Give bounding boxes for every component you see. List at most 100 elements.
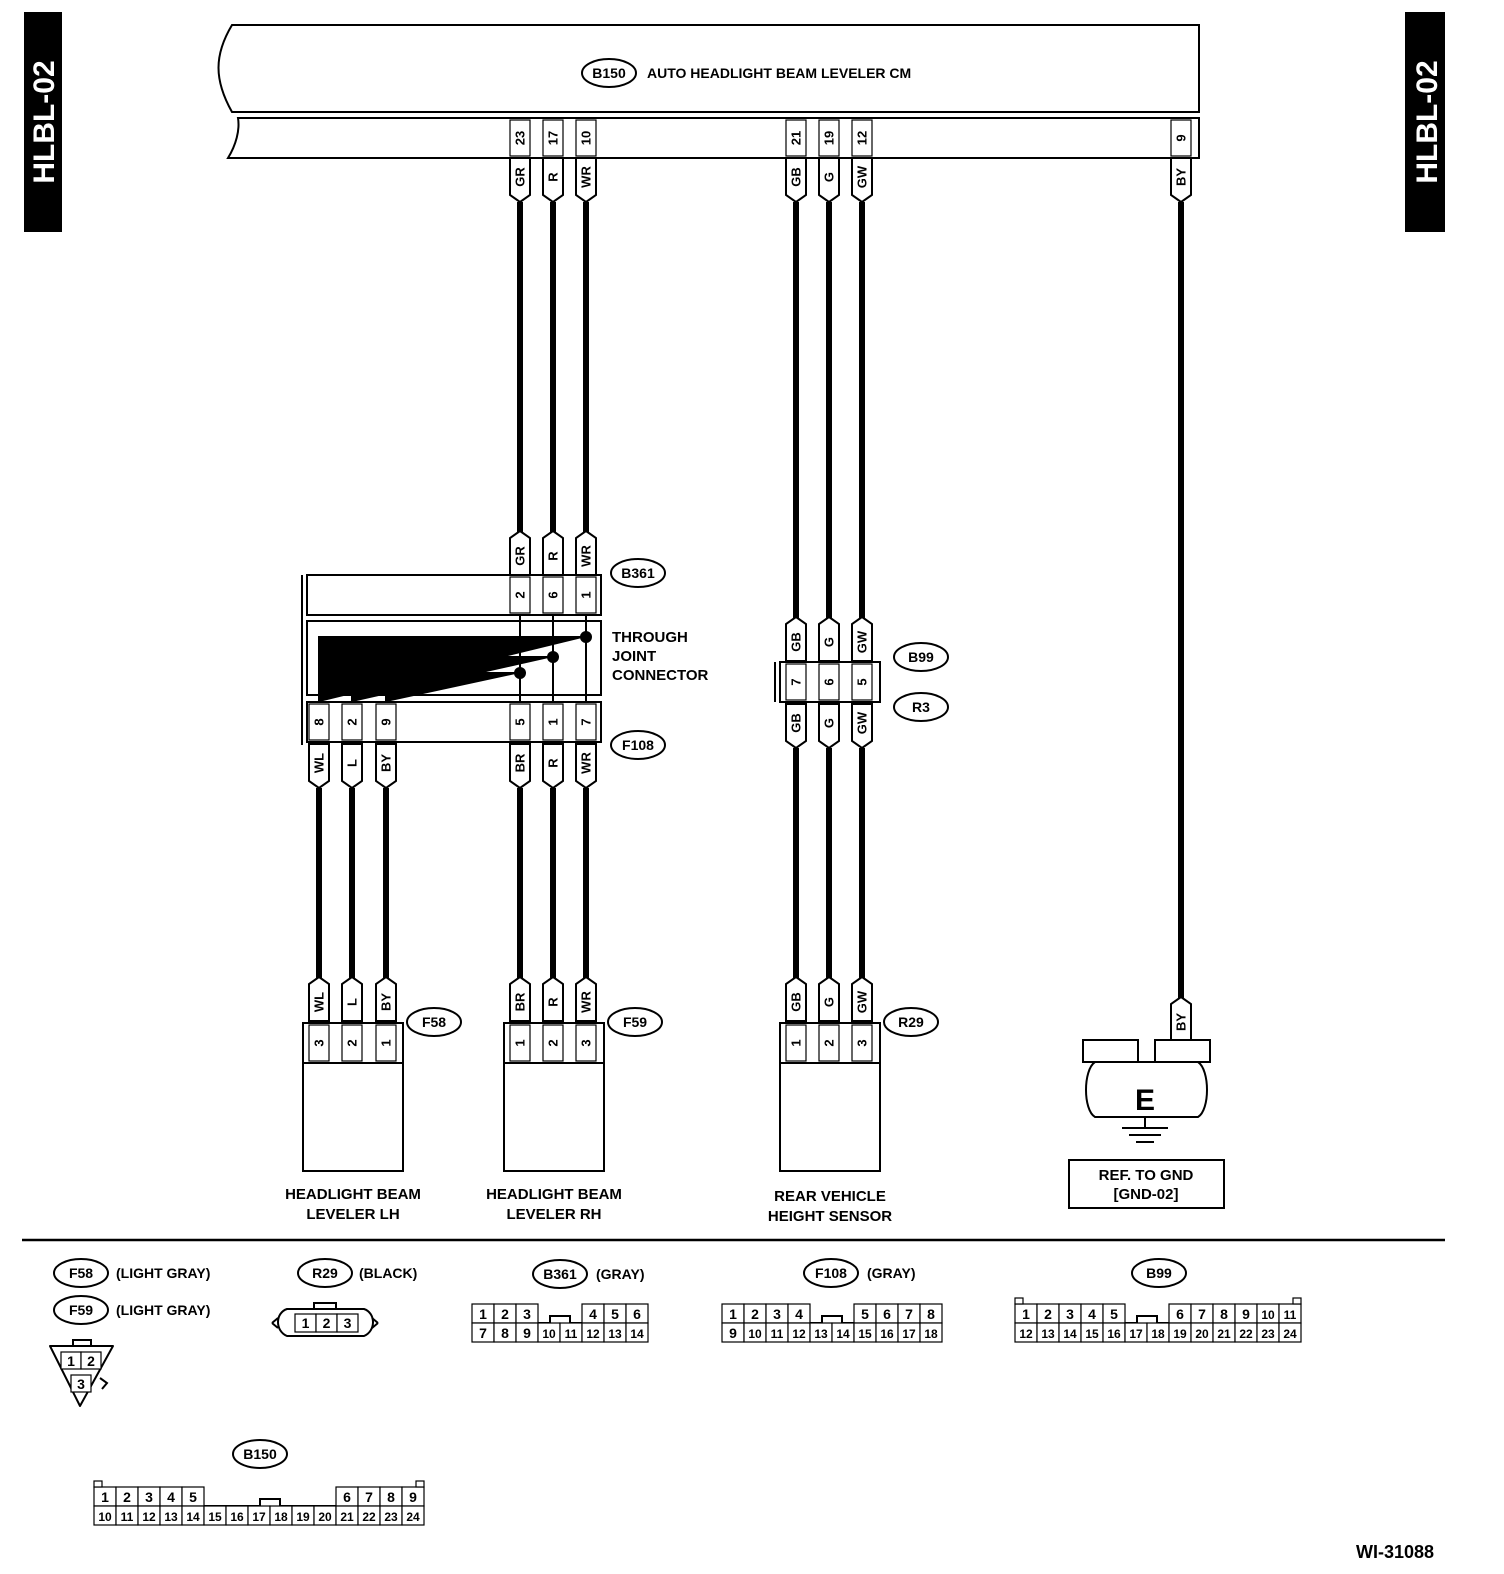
joint-connector-label-line-1: THROUGH — [612, 629, 688, 646]
component-f58-wire-tag-1: L — [341, 975, 363, 1022]
connector-view-r29: R29 (BLACK) — [271, 1258, 417, 1337]
cm-wire-tag-23: GR — [509, 157, 531, 204]
view-b150-pin-10: 10 — [98, 1510, 112, 1524]
view-b150-pin-8: 8 — [387, 1489, 395, 1505]
view-b99-pin-11: 11 — [1284, 1308, 1297, 1322]
cm-pin-10: 10 — [575, 119, 597, 157]
joint-bottom-wire-tag-left-1-label: L — [345, 759, 360, 767]
view-b150-pin-24: 24 — [406, 1510, 420, 1524]
view-f108-pin-1: 1 — [729, 1306, 737, 1322]
component-f58-pin-1: 2 — [341, 1024, 363, 1062]
component-f59-wire-tag-0: BR — [509, 975, 531, 1022]
component-r29-pin-2: 3 — [851, 1024, 873, 1062]
cm-pin-10-label: 10 — [579, 131, 594, 145]
joint-top-pin-0-label: 2 — [513, 591, 528, 598]
cm-wire-tag-17-label: R — [546, 172, 561, 182]
joint-bottom-pin-left-1-label: 2 — [345, 718, 360, 725]
view-f108-code: F108 — [815, 1265, 847, 1281]
joint-bottom-wire-tag-right-2-label: WR — [579, 752, 594, 774]
joint-connector-bottom-code: F108 — [622, 737, 654, 753]
joint-bottom-pin-right-2-label: 7 — [579, 718, 594, 725]
view-b99-pin-22: 22 — [1239, 1327, 1253, 1341]
component-r29-pin-1: 2 — [818, 1024, 840, 1062]
component-r29-label-line-2: HEIGHT SENSOR — [768, 1208, 892, 1225]
view-b150-pin-20: 20 — [318, 1510, 332, 1524]
cm-pin-21: 21 — [785, 119, 807, 157]
view-f108-pin-14: 14 — [836, 1327, 850, 1341]
joint-top-pin-1: 6 — [542, 576, 564, 614]
inline-pin-2: 5 — [851, 663, 873, 701]
view-b361-code: B361 — [543, 1266, 577, 1282]
view-f108-pin-11: 11 — [771, 1327, 784, 1341]
component-f58-pin-0-label: 3 — [312, 1039, 327, 1046]
view-b99-pin-13: 13 — [1041, 1327, 1055, 1341]
view-b361-color: (GRAY) — [596, 1266, 645, 1282]
view-f58-color: (LIGHT GRAY) — [116, 1265, 210, 1281]
view-b99-pin-14: 14 — [1063, 1327, 1077, 1341]
inline-top-wire-tag-1-label: G — [822, 637, 837, 647]
view-f108-pin-9: 9 — [729, 1325, 737, 1341]
joint-top-pin-2-label: 1 — [579, 591, 594, 598]
control-module-b150: B150 AUTO HEADLIGHT BEAM LEVELER CM — [217, 24, 1200, 159]
view-f108-pin-18: 18 — [924, 1327, 938, 1341]
view-f108-pin-8: 8 — [927, 1306, 935, 1322]
component-f58-label-line-2: LEVELER LH — [306, 1206, 399, 1223]
view-b150-pin-16: 16 — [230, 1510, 244, 1524]
component-f58-wire-tag-0-label: WL — [312, 992, 327, 1012]
view-b150-pin-9: 9 — [409, 1489, 417, 1505]
view-b150-pin-18: 18 — [274, 1510, 288, 1524]
inline-bottom-wire-tag-1-label: G — [822, 718, 837, 728]
joint-top-pin-1-label: 6 — [546, 591, 561, 598]
cm-pin-23-label: 23 — [513, 131, 528, 145]
component-f59-pin-0-label: 1 — [513, 1039, 528, 1046]
view-b150-pin-15: 15 — [208, 1510, 222, 1524]
cm-pin-9-label: 9 — [1174, 134, 1189, 141]
inline-connector-bottom-code: R3 — [912, 699, 930, 715]
view-f58-pin-3: 3 — [77, 1376, 85, 1392]
joint-top-pin-2: 1 — [575, 576, 597, 614]
view-r29-color: (BLACK) — [359, 1265, 417, 1281]
joint-bottom-wire-tag-right-2: WR — [575, 743, 597, 790]
component-f58-wire-tag-2-label: BY — [379, 993, 394, 1011]
view-b99-pin-8: 8 — [1220, 1306, 1228, 1322]
view-b99-pin-16: 16 — [1107, 1327, 1121, 1341]
view-b150-pin-21: 21 — [340, 1510, 354, 1524]
component-f59-wire-tag-2-label: WR — [579, 991, 594, 1013]
view-b150-pin-6: 6 — [343, 1489, 351, 1505]
joint-bottom-wire-tag-left-2-label: BY — [379, 754, 394, 772]
ground-label-line-2: [GND-02] — [1113, 1186, 1178, 1203]
view-f58-code: F58 — [69, 1265, 93, 1281]
view-b99-pin-5: 5 — [1110, 1306, 1118, 1322]
component-f58-wire-tag-0: WL — [308, 975, 330, 1022]
inline-connector-top-code: B99 — [908, 649, 934, 665]
joint-top-wire-tag-1: R — [542, 529, 564, 576]
view-b150-pin-5: 5 — [189, 1489, 197, 1505]
view-r29-pin-3: 3 — [344, 1315, 352, 1331]
component-f59-pin-1: 2 — [542, 1024, 564, 1062]
inline-bottom-wire-tag-0: GB — [785, 703, 807, 750]
component-r29-pin-1-label: 2 — [822, 1039, 837, 1046]
ground-wire-tag-label: BY — [1174, 1013, 1189, 1031]
view-b99-code: B99 — [1146, 1265, 1172, 1281]
joint-top-wire-tag-2: WR — [575, 529, 597, 576]
view-b361-pin-9: 9 — [523, 1325, 531, 1341]
cm-wire-tag-19: G — [818, 157, 840, 204]
inline-bottom-wire-tag-0-label: GB — [789, 713, 804, 733]
view-f58-pin-2: 2 — [87, 1353, 95, 1369]
joint-top-pin-0: 2 — [509, 576, 531, 614]
joint-bottom-pin-right-0-label: 5 — [513, 718, 528, 725]
view-f108-pin-3: 3 — [773, 1306, 781, 1322]
joint-top-wire-tag-0: GR — [509, 529, 531, 576]
cm-pin-21-label: 21 — [789, 131, 804, 145]
inline-pin-0-label: 7 — [789, 678, 804, 685]
joint-bottom-wire-tag-left-0-label: WL — [312, 753, 327, 773]
component-r29-wire-tag-1: G — [818, 975, 840, 1022]
view-b361-pin-8: 8 — [501, 1325, 509, 1341]
ground-block: E REF. TO GND [GND-02] — [1068, 1039, 1225, 1209]
inline-bottom-wire-tag-2-label: GW — [855, 711, 870, 734]
joint-bottom-pin-right-0: 5 — [509, 703, 531, 741]
